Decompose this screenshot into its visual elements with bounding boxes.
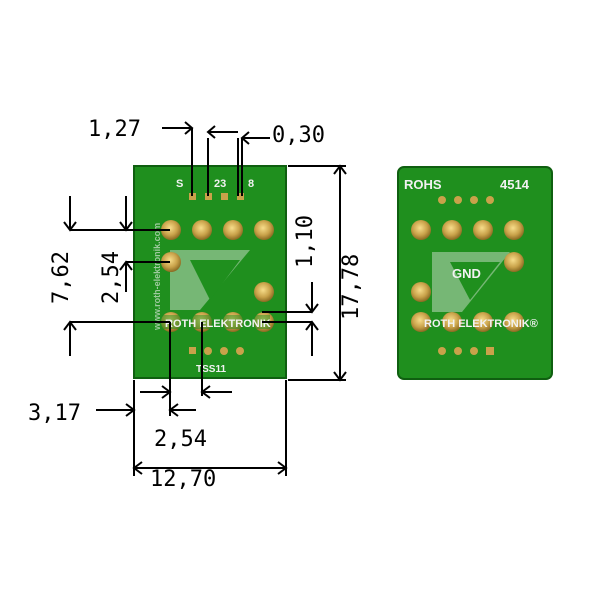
- dim-trace-width: 0,30: [272, 123, 325, 148]
- dim-board-height: 17,78: [339, 254, 364, 320]
- gnd-label: GND: [452, 266, 481, 281]
- large-pads-right: [411, 220, 524, 332]
- pin-label-bottom: TSS11: [196, 364, 226, 375]
- brand-label-left: ROTH ELEKTRONIK: [165, 318, 271, 330]
- part-number-label: 4514: [500, 177, 530, 192]
- dimension-lines: [63, 121, 347, 476]
- logo-watermark: [170, 250, 250, 310]
- brand-label-right: ROTH ELEKTRONIK®: [424, 318, 538, 330]
- left-board: S 23 8 ROTH ELEKTRONIK TSS11 www.roth-el…: [133, 165, 287, 379]
- dim-height-inner: 7,62: [49, 251, 74, 304]
- dim-left-margin: 3,17: [28, 401, 81, 426]
- rohs-label: ROHS: [404, 177, 442, 192]
- logo-watermark-right: [432, 252, 510, 312]
- dim-board-width: 12,70: [150, 467, 216, 492]
- pin-label-top-right: 8: [248, 178, 254, 190]
- dim-bottom-pitch: 2,54: [154, 427, 207, 452]
- bottom-small-pads-right: [438, 347, 494, 355]
- bottom-small-pads: [189, 347, 244, 355]
- right-board: ROHS 4514 GND ROTH ELEKTRONIK®: [397, 166, 553, 380]
- dim-row-pitch: 2,54: [99, 251, 124, 304]
- pin-label-top-mid: 23: [214, 178, 226, 190]
- top-small-pads: [189, 193, 244, 200]
- dim-pitch-top: 1,27: [88, 117, 141, 142]
- top-small-pads-right: [438, 196, 494, 204]
- side-url-text: www.roth-elektronik.com: [152, 223, 162, 331]
- pin-label-top-left: S: [176, 178, 183, 190]
- dim-pad-spacing: 1,10: [293, 215, 318, 268]
